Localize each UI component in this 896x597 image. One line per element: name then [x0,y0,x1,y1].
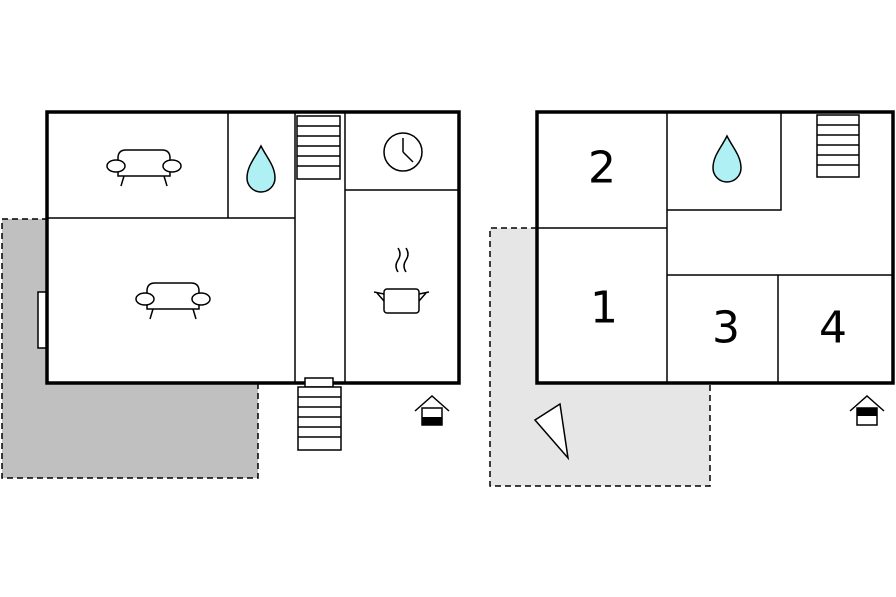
cooking-pot-icon [373,247,430,314]
upper-floor: 2 1 3 4 [489,110,895,487]
clock-icon [383,132,423,172]
viewpoint-icon [533,402,570,461]
upper-floor-walls [537,112,893,383]
room-number-2: 2 [588,143,616,194]
room-number-4: 4 [819,303,847,354]
house-floor-marker-upper-icon [849,394,885,426]
stairs-icon [296,115,341,180]
house-floor-marker-ground-icon [414,394,450,426]
room-number-3: 3 [712,303,740,354]
stairs-icon [816,114,860,178]
room-number-1: 1 [590,283,618,334]
ground-floor [1,110,461,479]
ground-floor-walls [47,112,459,383]
entrance-steps [297,377,342,451]
